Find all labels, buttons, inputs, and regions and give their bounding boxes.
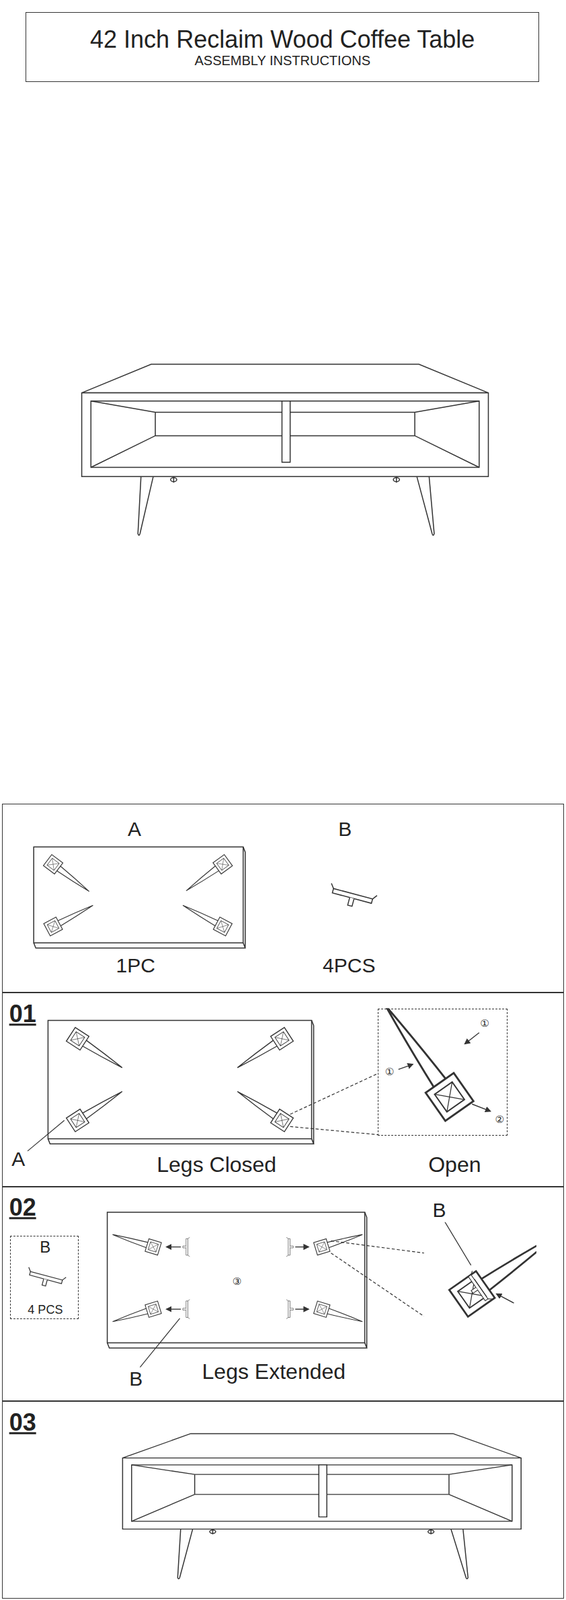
panel-text: A — [126, 817, 143, 841]
caption-label: Legs Closed — [155, 1152, 278, 1178]
panel-text: 4PCS — [321, 954, 377, 979]
panel-text: 03 — [8, 1408, 38, 1437]
caption-label: A — [10, 1148, 27, 1172]
title-text: ASSEMBLY INSTRUCTIONS — [192, 53, 372, 69]
panel-text: B — [336, 817, 353, 841]
caption-label: B — [127, 1367, 144, 1392]
panel-text: 4 PCS — [26, 1303, 64, 1318]
parts-panel: A B 1PC 4PCS — [2, 803, 564, 993]
panel-text: ② — [493, 1114, 505, 1126]
panel-text: B — [38, 1238, 52, 1258]
caption-label: Legs Extended — [200, 1359, 348, 1385]
panel-text: ① — [383, 1066, 396, 1078]
panel-text: 1PC — [114, 954, 156, 979]
panel-text: 01 — [8, 1000, 38, 1028]
title-text: 42 Inch Reclaim Wood Coffee Table — [88, 25, 476, 54]
caption-label: ③ — [231, 1276, 243, 1288]
parts-inset: B 4 PCS — [10, 1236, 79, 1321]
title-box: 42 Inch Reclaim Wood Coffee TableASSEMBL… — [25, 12, 540, 82]
detail-box: ① ① ② — [377, 1008, 508, 1136]
panel-text: 02 — [8, 1194, 38, 1223]
caption-label: B — [431, 1199, 448, 1223]
caption-label: Open — [426, 1152, 482, 1178]
step-panel: 03 — [2, 1401, 564, 1599]
panel-text: ① — [478, 1018, 491, 1030]
